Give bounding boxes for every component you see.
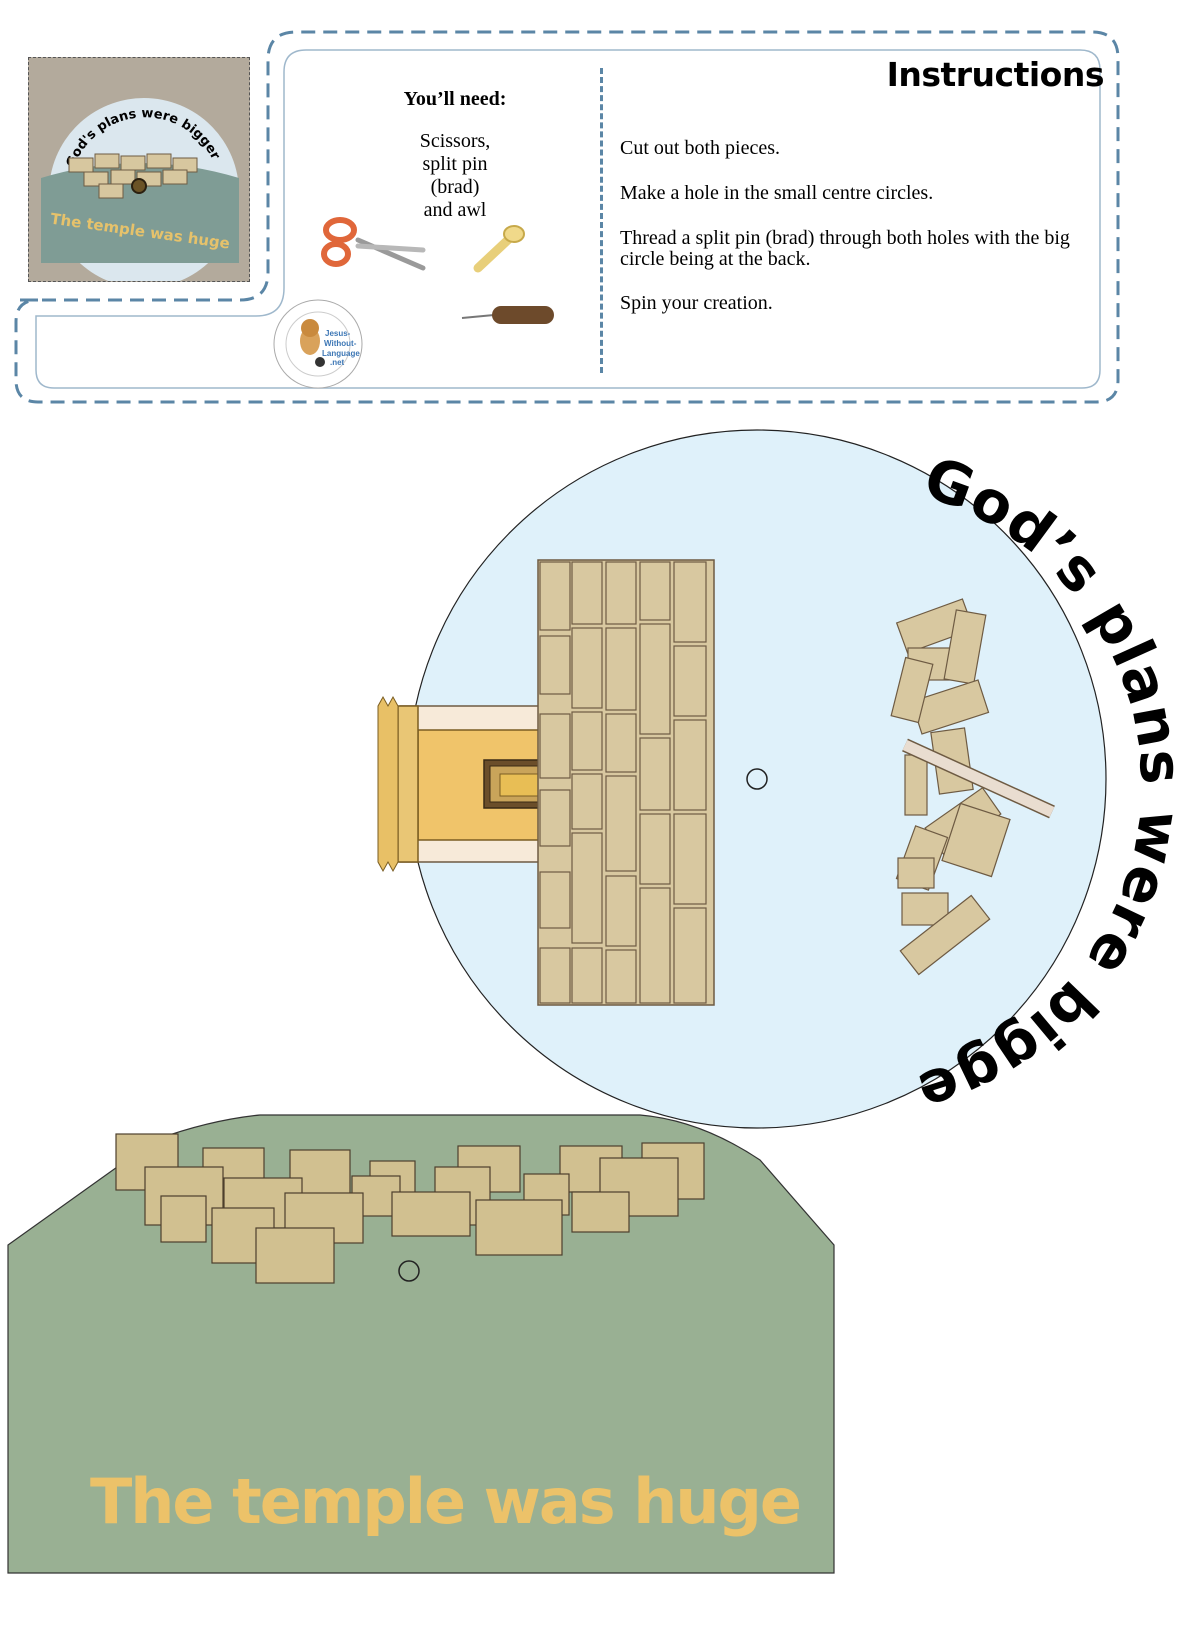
instruction-step: Thread a split pin (brad) through both h… (620, 227, 1070, 270)
instruction-step: Make a hole in the small centre circles. (620, 182, 934, 204)
finished-craft-illustration: God's plans were bigger The temple was h… (29, 58, 249, 281)
scissors-icon (321, 217, 426, 271)
fallen-beam (902, 739, 1055, 818)
needs-heading: You’ll need: (403, 88, 507, 110)
needs-item: split pin (422, 153, 488, 175)
hill-caption: The temple was huge (90, 1465, 802, 1538)
instructions-title: Instructions (886, 55, 1105, 94)
split-pin-icon (473, 225, 525, 273)
instruction-step: Spin your creation. (620, 292, 773, 314)
needs-item: (brad) (430, 176, 480, 198)
instructions-panel-frame (14, 30, 1120, 404)
svg-text:Language: Language (322, 349, 360, 358)
needs-item: and awl (423, 199, 487, 221)
instruction-step: Cut out both pieces. (620, 137, 780, 159)
hill-stones (115, 1133, 705, 1284)
stone-rubble (890, 598, 1011, 976)
svg-text:Jesus-: Jesus- (325, 329, 351, 338)
panel-divider (600, 68, 603, 373)
needs-item: Scissors, (419, 130, 491, 152)
svg-text:.net: .net (330, 358, 345, 367)
finished-craft-photo: God's plans were bigger The temple was h… (28, 57, 250, 282)
awl-icon (461, 306, 554, 324)
circle-center-hole (746, 768, 768, 790)
hill-center-hole (398, 1260, 420, 1282)
svg-text:Without-: Without- (324, 339, 357, 348)
logo-badge-icon: Jesus- Without- Language .net (273, 299, 363, 389)
temple-illustration (377, 559, 715, 1006)
